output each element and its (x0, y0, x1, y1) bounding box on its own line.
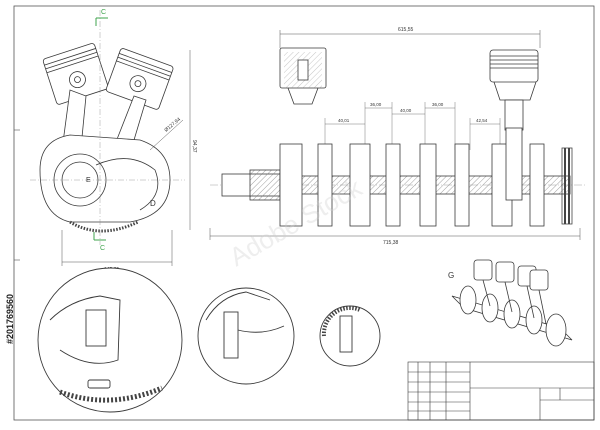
left-dimension-lines (61, 50, 191, 266)
dim-b: 36,00 (370, 102, 382, 107)
label-g: G (448, 271, 454, 280)
intermediate-dimension-lines (324, 102, 501, 150)
dim-e: 42,54 (476, 118, 488, 123)
engine-section-view (30, 10, 185, 245)
dim-top-total: 615,55 (398, 27, 414, 33)
label-d: D (150, 199, 156, 208)
top-dimension-line (279, 30, 541, 48)
stock-id-vertical: #201769560 (5, 294, 15, 344)
section-label-top: C (101, 9, 106, 16)
section-label-bottom: C (100, 245, 105, 252)
stock-id-text: #201769560 (5, 294, 15, 344)
title-block (407, 361, 595, 421)
section-mark-top (95, 17, 108, 26)
detail-circle-1 (37, 267, 183, 413)
dim-left-height: 94,37 (191, 140, 197, 153)
bottom-dimension-line (209, 228, 581, 240)
section-mark-bottom (93, 232, 106, 241)
flywheel-gear (561, 147, 573, 225)
piston-side-view-right (489, 49, 539, 131)
detail-circle-2 (197, 287, 295, 385)
piston-side-view-left (279, 47, 327, 105)
dim-d: 36,00 (432, 102, 444, 107)
dim-c: 40,00 (400, 108, 412, 113)
dim-a: 40,01 (338, 118, 350, 123)
dim-left-diag: Ø127,94 (163, 116, 182, 133)
sheet-frame (13, 5, 595, 421)
dim-bottom-total: 715,38 (383, 240, 399, 246)
label-e: E (86, 177, 91, 184)
crankshaft-view (210, 127, 585, 227)
isometric-crankshaft-assembly (451, 259, 573, 347)
conrod-section (505, 127, 523, 201)
detail-circle-3 (319, 305, 381, 367)
